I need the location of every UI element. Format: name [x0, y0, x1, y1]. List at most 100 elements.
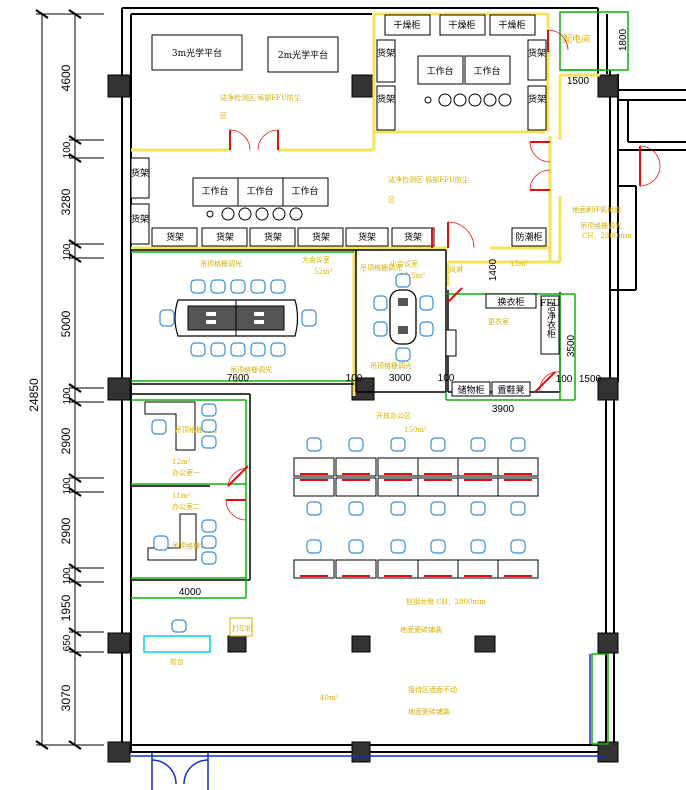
dim-100b: 100	[438, 373, 455, 384]
open-office-chair	[510, 501, 526, 516]
optical-platforms: 3m光学平台 2m光学平台	[151, 34, 339, 73]
open-desk	[335, 559, 377, 579]
shelf-t2: 货架	[377, 93, 395, 105]
open-office-chair	[470, 539, 486, 554]
office-chair	[153, 535, 169, 551]
shelf-m2: 货架	[131, 213, 149, 225]
open-office-chair	[470, 501, 486, 516]
shoe-cabinet-label: 换衣柜	[497, 296, 524, 308]
shoe-rack	[491, 381, 531, 397]
double-door-clean-a[interactable]	[229, 129, 279, 151]
clean-wardrobe	[540, 295, 560, 355]
small-meeting-chairs	[373, 273, 434, 362]
workbench-m3: 工作台	[291, 185, 318, 197]
dim-1500-right: 1500	[579, 374, 602, 385]
dim-1800: 1800	[618, 28, 629, 51]
small-meeting-label: 小会议室	[390, 259, 418, 268]
small-meeting-chair	[419, 295, 434, 311]
reception-ceiling2: 地面瓷砖铺装	[400, 625, 442, 634]
open-office-chair	[510, 437, 526, 452]
lobby-label-c: 地面瓷砖铺装	[408, 707, 450, 716]
office-chair	[201, 535, 217, 549]
shelf-b3: 货架	[264, 231, 282, 243]
dim-seg-12: 3070	[59, 684, 73, 711]
dim-seg-0: 4600	[59, 64, 73, 91]
meeting-chair	[210, 279, 226, 294]
shelves-top	[376, 39, 547, 131]
dim-100c: 100	[556, 374, 573, 385]
dim-total: 24850	[27, 378, 41, 412]
office-one-desk	[144, 401, 196, 451]
office-one-label: 办公室一	[172, 468, 200, 477]
meeting-chair	[159, 309, 175, 327]
dim-seg-11: 650	[62, 634, 73, 651]
reception-chair	[171, 619, 187, 633]
meeting-chair	[250, 279, 266, 294]
doors-middle[interactable]	[447, 141, 661, 249]
office-chair	[201, 403, 217, 417]
office-chair	[201, 419, 217, 433]
meeting-chair	[230, 342, 246, 357]
office-chair	[151, 419, 167, 435]
workbenches-top	[417, 55, 511, 85]
meeting-chair	[190, 342, 206, 357]
small-meeting-ceiling2: 吊顶格栅调光	[370, 361, 412, 370]
columns	[107, 74, 619, 763]
clean-zone-a-label: 洁净检测区 局部FFU防尘	[220, 93, 301, 102]
clean-wardrobe-label: 洁净衣柜	[545, 301, 556, 339]
big-meeting-ceiling: 吊顶格栅调光	[200, 259, 242, 268]
ffu-label: FFU	[540, 299, 560, 309]
office-chair	[201, 435, 217, 449]
big-meeting-table	[174, 299, 299, 337]
open-office-chair	[390, 501, 406, 516]
small-meeting-chair	[373, 321, 388, 337]
open-office-chair	[306, 437, 322, 452]
dryer-3: 干燥柜	[498, 19, 525, 31]
open-office-chair	[430, 501, 446, 516]
open-office-chair	[348, 539, 364, 554]
shoe-rack-label: 置鞋凳	[497, 384, 524, 396]
dryer-cabinets	[384, 14, 536, 36]
small-meeting-table	[389, 289, 417, 345]
open-office-chair	[510, 539, 526, 554]
workbench-t1: 工作台	[426, 65, 453, 77]
shelf-b1: 货架	[166, 231, 184, 243]
open-desk	[293, 457, 335, 477]
reception-ceiling: 轻钢龙骨 CH：2800mm	[406, 597, 486, 606]
open-office-chair	[348, 501, 364, 516]
open-office-desks	[293, 437, 539, 579]
dim-1400: 1400	[488, 258, 499, 281]
middle-lab-shelves	[130, 157, 435, 247]
left-dimension-chain	[35, 9, 104, 750]
doors-changing[interactable]	[431, 228, 561, 393]
shelf-b6: 货架	[404, 231, 422, 243]
optical-platform-2m	[267, 36, 339, 73]
dim-1500-top: 1500	[567, 76, 590, 87]
entrance-door[interactable]	[131, 752, 606, 790]
changing-bench	[445, 329, 457, 357]
distribution-door[interactable]	[547, 29, 569, 52]
dim-100a: 100	[346, 373, 363, 384]
big-meeting-chairs	[159, 279, 317, 357]
dim-seg-1: 100	[62, 141, 73, 158]
dim-seg-5: 100	[62, 387, 73, 404]
open-office-chair	[470, 437, 486, 452]
small-meeting-chair	[373, 295, 388, 311]
open-desk	[497, 477, 539, 497]
shelf-b5: 货架	[358, 231, 376, 243]
clean-zone-a-label2: 区	[220, 112, 227, 120]
office-doors[interactable]	[225, 465, 249, 521]
storage-cabinet-label: 储物柜	[457, 384, 484, 396]
open-office-label: 开放办公区	[376, 411, 411, 420]
meeting-chair	[230, 279, 246, 294]
meeting-chair	[250, 342, 266, 357]
right-zone-label2: 吊顶格栅调光	[580, 221, 622, 230]
open-office-chair	[390, 437, 406, 452]
clean-zone-b-label2: 区	[388, 196, 395, 204]
office-one-area: 12m²	[172, 458, 191, 466]
dim-7600: 7600	[227, 373, 250, 384]
optical-platform-3m	[151, 34, 243, 71]
dim-seg-3: 100	[62, 243, 73, 260]
meeting-chair	[270, 342, 286, 357]
